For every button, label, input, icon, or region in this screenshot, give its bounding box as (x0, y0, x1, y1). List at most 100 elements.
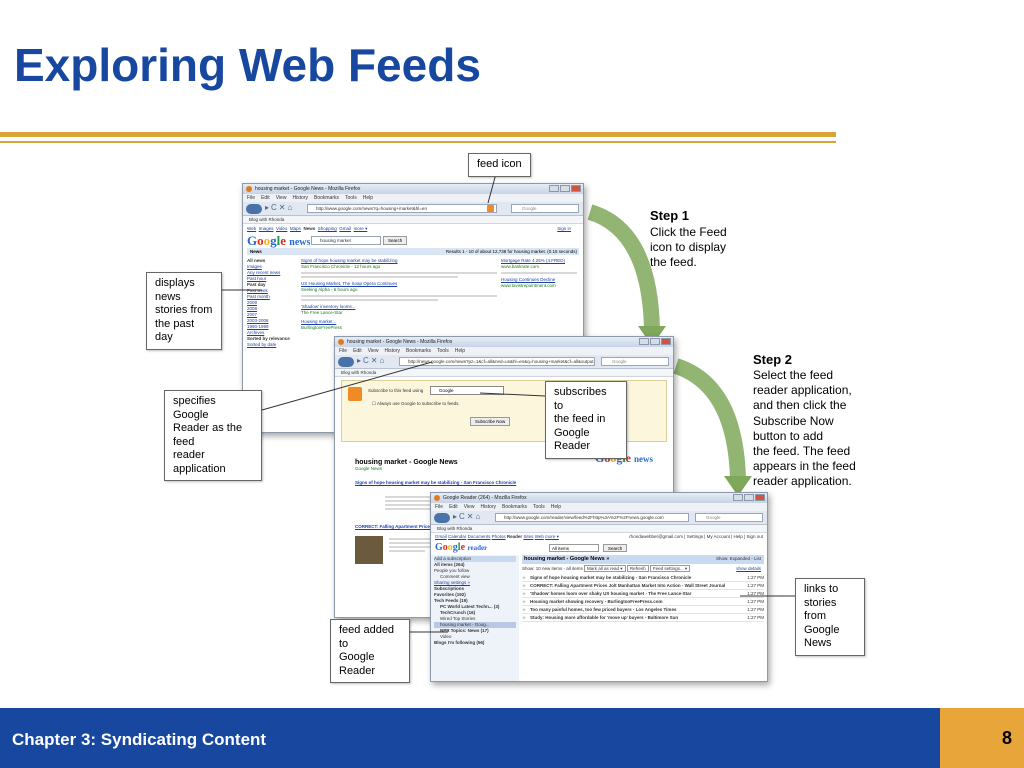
menu-edit[interactable]: Edit (261, 195, 270, 201)
reader-select[interactable]: Google (430, 386, 504, 395)
story-title[interactable]: Signs of hope housing market may be stab… (301, 258, 398, 263)
menu-tools[interactable]: Tools (345, 195, 357, 201)
feed-settings-button[interactable]: Feed settings... ▾ (649, 565, 691, 572)
nav-comment-view[interactable]: Comment view (440, 574, 470, 579)
menu-history[interactable]: History (480, 504, 496, 510)
window1-address-bar[interactable]: http://www.google.com/news?q=housing+mar… (307, 204, 497, 213)
menu-view[interactable]: View (367, 348, 379, 354)
minimize-button[interactable] (639, 338, 649, 345)
nav-video[interactable]: Video (275, 226, 288, 231)
nav-more[interactable]: more ▾ (353, 226, 368, 231)
feed-techcrunch[interactable]: TechCrunch (16) (440, 610, 476, 615)
back-button[interactable] (434, 513, 450, 523)
feed-header-title[interactable]: housing market - Google News » (524, 556, 610, 562)
sidebar-sorted-date[interactable]: Sorted by date (247, 342, 277, 347)
subscribe-now-button[interactable]: Subscribe Now (470, 417, 511, 426)
nav-news[interactable]: News (303, 226, 316, 231)
sidebar-past-day[interactable]: Past day (247, 282, 266, 287)
sidebar-2003-2006[interactable]: 2003-2006 (247, 318, 269, 323)
menu-history[interactable]: History (384, 348, 400, 354)
sponsored-title[interactable]: Housing Continues Decline (501, 277, 556, 282)
menu-bookmarks[interactable]: Bookmarks (314, 195, 340, 201)
add-subscription-button[interactable]: Add a subscription (434, 556, 516, 562)
refresh-button[interactable]: Refresh (626, 565, 649, 572)
top-link-more[interactable]: more ▾ (545, 534, 559, 539)
top-link-photos[interactable]: Photos (491, 534, 506, 539)
top-link-documents[interactable]: Documents (467, 534, 491, 539)
sidebar-all-news[interactable]: All news (247, 258, 266, 263)
all-items-select[interactable]: All items (549, 544, 599, 552)
account-links[interactable]: rhondawebber@gmail.com | Settings | My A… (629, 534, 763, 539)
feed-video[interactable]: Video (440, 634, 452, 639)
maximize-button[interactable] (560, 185, 570, 192)
reader-search-button[interactable]: Search (603, 544, 628, 552)
window2-search-box[interactable]: Google (601, 357, 669, 366)
sidebar-any-recent[interactable]: Any recent news (247, 270, 281, 275)
top-link-gmail[interactable]: Gmail (435, 534, 447, 539)
mark-all-read-button[interactable]: Mark all as read ▾ (584, 565, 626, 572)
sign-in-link[interactable]: Sign in (557, 226, 571, 231)
folder-blogs[interactable]: Blogs I'm following (56) (434, 640, 485, 645)
list-item[interactable]: ☆Signs of hope housing market may be sta… (522, 575, 764, 582)
list-item[interactable]: ☆Too many painful homes, too few priced … (522, 607, 764, 614)
sidebar-2008[interactable]: 2008 (247, 306, 258, 311)
top-link-sites[interactable]: Sites (523, 534, 534, 539)
menu-bookmarks[interactable]: Bookmarks (406, 348, 432, 354)
top-link-reader[interactable]: Reader (506, 534, 523, 539)
menu-tools[interactable]: Tools (533, 504, 545, 510)
window3-bookmark-bar[interactable]: Blog with Rhonda (431, 525, 767, 533)
menu-file[interactable]: File (435, 504, 444, 510)
window3-search-box[interactable]: Google (695, 513, 763, 522)
window3-address-bar[interactable]: http://www.google.com/reader/view/feed%2… (495, 513, 689, 522)
menu-view[interactable]: View (275, 195, 287, 201)
sponsored-title[interactable]: Mortgage Rate 4.25% (4.FRED) (501, 258, 566, 263)
maximize-button[interactable] (744, 494, 754, 501)
sidebar-2007[interactable]: 2007 (247, 312, 258, 317)
sidebar-past-hour[interactable]: Past hour (247, 276, 267, 281)
menu-edit[interactable]: Edit (449, 504, 458, 510)
folder-favorites[interactable]: Favorites (192) (434, 592, 466, 597)
sidebar-1990-1999[interactable]: 1990-1999 (247, 324, 269, 329)
nav-sharing-settings[interactable]: Sharing settings » (434, 580, 471, 585)
nav-icons[interactable]: ▸C✕⌂ (453, 512, 483, 521)
story-title[interactable]: 'Shadow' inventory looms... (301, 304, 356, 309)
window1-search-box[interactable]: Google (511, 204, 579, 213)
always-use-checkbox[interactable]: ☐ Always use Google to subscribe to feed… (372, 401, 460, 406)
menu-history[interactable]: History (292, 195, 308, 201)
window1-bookmark-bar[interactable]: Blog with Rhonda (243, 216, 583, 224)
nav-images[interactable]: Images (258, 226, 274, 231)
nav-gmail[interactable]: Gmail (339, 226, 352, 231)
list-item[interactable]: ☆Housing market showing recovery - Burli… (522, 599, 764, 606)
sidebar-past-month[interactable]: Past month (247, 294, 270, 299)
show-details-link[interactable]: show details (736, 566, 761, 571)
folder-tech-feeds[interactable]: Tech Feeds (19) (434, 598, 468, 603)
nav-shopping[interactable]: Shopping (317, 226, 337, 231)
nav-web[interactable]: Web (247, 226, 257, 231)
nav-all-items[interactable]: All items (264) (434, 562, 465, 567)
menu-help[interactable]: Help (550, 504, 561, 510)
top-link-calendar[interactable]: Calendar (448, 534, 467, 539)
nav-icons[interactable]: ▸C✕⌂ (265, 203, 295, 212)
maximize-button[interactable] (650, 338, 660, 345)
menu-edit[interactable]: Edit (353, 348, 362, 354)
feed-npr[interactable]: NPR Topics: News (17) (440, 628, 489, 633)
back-button[interactable] (246, 204, 262, 214)
minimize-button[interactable] (549, 185, 559, 192)
close-button[interactable] (755, 494, 765, 501)
menu-bookmarks[interactable]: Bookmarks (502, 504, 528, 510)
feed-icon[interactable] (487, 205, 494, 212)
show-items-link[interactable]: Show: 10 new items - all items (522, 566, 583, 571)
nav-people[interactable]: People you follow (434, 568, 470, 573)
back-button[interactable] (338, 357, 354, 367)
list-item[interactable]: ☆'Shadow' homes loom over shaky US housi… (522, 591, 764, 598)
close-button[interactable] (571, 185, 581, 192)
news-search-button[interactable]: Search (383, 236, 408, 245)
window2-bookmark-bar[interactable]: Blog with Rhonda (335, 369, 673, 377)
menu-help[interactable]: Help (362, 195, 373, 201)
feed-housing-market[interactable]: housing market - Goog... (434, 622, 516, 628)
list-item[interactable]: ☆CORRECT: Falling Apartment Prices Jolt … (522, 583, 764, 590)
close-button[interactable] (661, 338, 671, 345)
feed-wired[interactable]: Wired Top Stories (440, 616, 476, 621)
nav-maps[interactable]: Maps (289, 226, 301, 231)
window2-address-bar[interactable]: http://news.google.com/news?pz=1&cf=all&… (399, 357, 595, 366)
